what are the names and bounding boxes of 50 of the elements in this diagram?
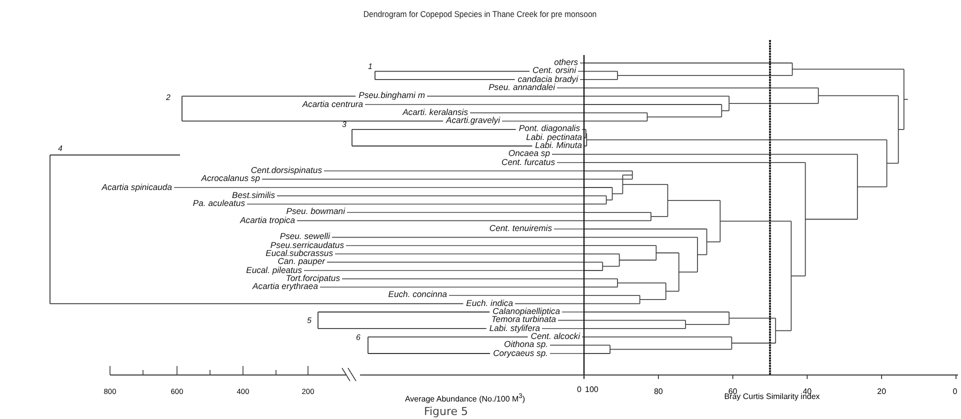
species-label: Pseu. bowmani <box>286 207 345 216</box>
species-label: Acarti.gravelyi <box>446 116 500 126</box>
tick-label: 100 <box>585 385 598 394</box>
species-label: Cent. tenuiremis <box>489 224 552 233</box>
species-label: Pseu.binghami m <box>358 91 425 100</box>
tick-label: 80 <box>654 387 663 396</box>
tick-label: 0 <box>577 385 582 394</box>
group-number: 6 <box>356 333 360 342</box>
species-label: Euch. indica <box>466 298 513 308</box>
species-label: Pa. aculeatus <box>192 199 245 208</box>
species-label: Euch. concinna <box>388 290 447 300</box>
species-label: Cent. orsini <box>532 66 576 76</box>
species-label: Pseu. sewelli <box>280 232 330 242</box>
species-label: Oithona sp. <box>504 340 548 350</box>
species-label: Labi. stylifera <box>489 324 540 333</box>
figure-caption: Figure 5 <box>424 407 468 416</box>
species-label: Eucal. pileatus <box>246 266 302 274</box>
species-label: Corycaeus sp. <box>493 348 548 358</box>
species-label: Oncaea sp <box>508 149 550 158</box>
tick-label: 0 <box>952 387 958 396</box>
group-number: 2 <box>166 93 170 102</box>
group-number: 5 <box>307 316 312 325</box>
species-label: Acarti. keralansis <box>402 108 468 117</box>
species-label: Acartia tropica <box>240 216 295 225</box>
group-number: 1 <box>368 62 372 71</box>
species-label: candacia bradyi <box>518 74 578 84</box>
species-label: Acrocalanus sp <box>201 174 260 184</box>
tick-label: 20 <box>877 387 886 396</box>
species-label: Best.similis <box>232 190 275 200</box>
group-number: 4 <box>58 144 62 153</box>
species-label: Labi. Minuta <box>535 141 582 150</box>
chart-title: Dendrogram for Copepod Species in Thane Creek for pre monsoon <box>363 10 597 19</box>
species-label: others <box>554 58 578 67</box>
species-label: Labi. pectinata <box>526 132 582 142</box>
group-number: 3 <box>342 120 346 129</box>
species-label: Cent. furcatus <box>502 158 555 167</box>
species-label: Acartia centrura <box>302 100 363 108</box>
species-label: Eucal.subcrassus <box>266 248 333 258</box>
species-label: Can. pauper <box>278 257 325 266</box>
species-label: Calanopiaelliptica <box>492 307 560 316</box>
species-label: Acartia erythraea <box>252 282 318 292</box>
species-label: Pont. diagonalis <box>518 124 580 134</box>
species-label: Cent.dorsispinatus <box>250 166 322 175</box>
species-label: Temora turbinata <box>491 315 556 324</box>
axis-title: Average Abundance (No./100 M$^{3}$) <box>404 392 526 405</box>
species-label: Pseu. annandalei <box>488 82 555 92</box>
species-label: Tort.forcipatus <box>286 274 340 283</box>
species-label: Acartia spinicauda <box>102 182 172 192</box>
species-label: Pseu.serricaudatus <box>270 240 344 250</box>
species-label: Cent. alcocki <box>530 332 580 341</box>
